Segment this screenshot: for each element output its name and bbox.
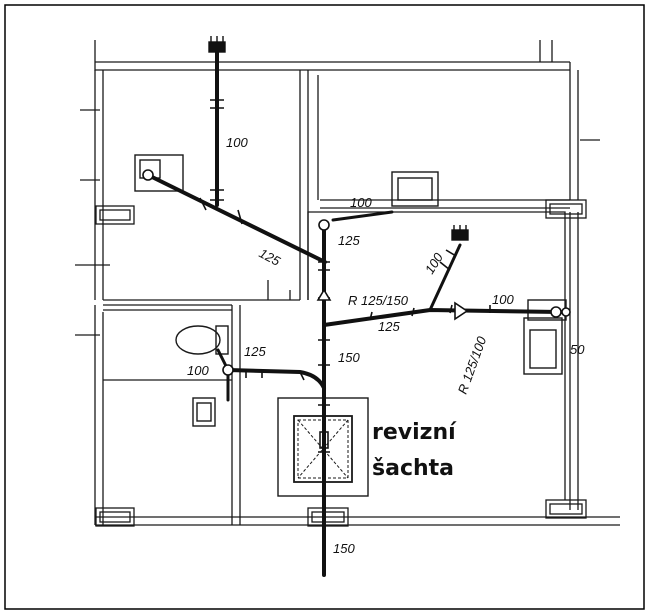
label-100-left: 100 bbox=[187, 363, 209, 378]
label-125-riser: 125 bbox=[338, 233, 360, 248]
label-125-diagonal: 125 bbox=[257, 245, 284, 269]
label-100-right: 100 bbox=[492, 292, 514, 307]
label-r125-150: R 125/150 bbox=[348, 293, 409, 308]
basin-top-right-icon bbox=[391, 171, 439, 207]
label-100-main: 100 bbox=[226, 135, 248, 150]
label-150-bottom: 150 bbox=[333, 541, 355, 556]
shaft-label-line1: revizní bbox=[372, 420, 456, 445]
walls bbox=[75, 40, 620, 526]
pipe-left-branch bbox=[226, 368, 326, 390]
label-r125-100: R 125/100 bbox=[455, 334, 490, 396]
windows bbox=[95, 199, 587, 527]
pipe-diagonal-125 bbox=[146, 173, 327, 264]
sink-top-left-icon bbox=[134, 154, 184, 192]
label-100-basin: 100 bbox=[350, 195, 372, 210]
pipes bbox=[146, 48, 562, 577]
shaft-label-line2: šachta bbox=[372, 456, 455, 481]
vent-cap-top-icon bbox=[208, 41, 226, 53]
label-100-branch: 100 bbox=[422, 250, 447, 277]
frame-border bbox=[4, 4, 645, 610]
label-125-horizontal: 125 bbox=[378, 319, 400, 334]
small-sink-icon bbox=[192, 397, 216, 427]
toilet-icon bbox=[175, 325, 221, 355]
basin-right-icon bbox=[523, 317, 563, 375]
fittings bbox=[142, 99, 571, 453]
label-50: 50 bbox=[570, 342, 585, 357]
vent-caps bbox=[208, 36, 469, 241]
vent-cap-right-icon bbox=[451, 229, 469, 241]
label-125-left: 125 bbox=[244, 344, 266, 359]
label-150-mid: 150 bbox=[338, 350, 360, 365]
